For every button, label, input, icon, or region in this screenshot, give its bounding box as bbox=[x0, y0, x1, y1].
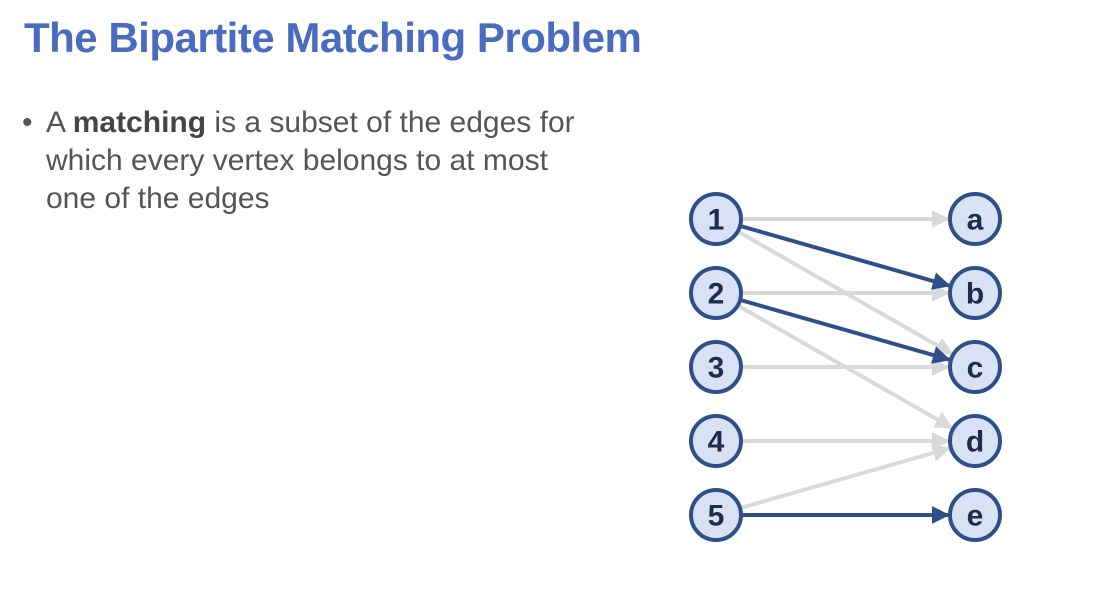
node-a: a bbox=[948, 192, 1002, 246]
edges-layer bbox=[736, 210, 954, 524]
node-label-a: a bbox=[967, 204, 984, 237]
bullet-suffix: is a subset of the edges for which every… bbox=[46, 106, 575, 215]
bullet-text: A matching is a subset of the edges for … bbox=[46, 104, 582, 218]
node-label-1: 1 bbox=[708, 204, 725, 237]
node-c: c bbox=[948, 340, 1002, 394]
node-b: b bbox=[948, 266, 1002, 320]
node-circle-e bbox=[948, 488, 1002, 542]
node-circle-5 bbox=[689, 488, 743, 542]
bullet-marker: • bbox=[22, 106, 33, 139]
node-e: e bbox=[948, 488, 1002, 542]
node-d: d bbox=[948, 414, 1002, 468]
node-4: 4 bbox=[689, 414, 743, 468]
bullet-emphasis: matching bbox=[72, 106, 207, 139]
node-circle-d bbox=[948, 414, 1002, 468]
node-circle-4 bbox=[689, 414, 743, 468]
node-label-c: c bbox=[967, 352, 984, 385]
nodes-layer: 1 2 3 4 5 a b c d e bbox=[689, 192, 1002, 542]
slide-title: The Bipartite Matching Problem bbox=[24, 14, 642, 61]
node-circle-a bbox=[948, 192, 1002, 246]
node-label-4: 4 bbox=[708, 426, 725, 459]
bullet-item: • A matching is a subset of the edges fo… bbox=[22, 104, 582, 218]
node-circle-c bbox=[948, 340, 1002, 394]
node-3: 3 bbox=[689, 340, 743, 394]
node-circle-b bbox=[948, 266, 1002, 320]
node-2: 2 bbox=[689, 266, 743, 320]
node-label-d: d bbox=[966, 426, 984, 459]
edge-5-d bbox=[739, 444, 951, 511]
node-5: 5 bbox=[689, 488, 743, 542]
node-label-b: b bbox=[966, 278, 984, 311]
node-label-5: 5 bbox=[708, 500, 725, 533]
edge-1-b-matched bbox=[739, 223, 951, 290]
node-label-3: 3 bbox=[708, 352, 725, 385]
node-label-2: 2 bbox=[708, 278, 725, 311]
edge-2-c-matched bbox=[739, 297, 951, 364]
node-1: 1 bbox=[689, 192, 743, 246]
node-circle-2 bbox=[689, 266, 743, 320]
node-circle-1 bbox=[689, 192, 743, 246]
bullet-prefix: A bbox=[46, 106, 73, 139]
node-label-e: e bbox=[967, 500, 984, 533]
node-circle-3 bbox=[689, 340, 743, 394]
